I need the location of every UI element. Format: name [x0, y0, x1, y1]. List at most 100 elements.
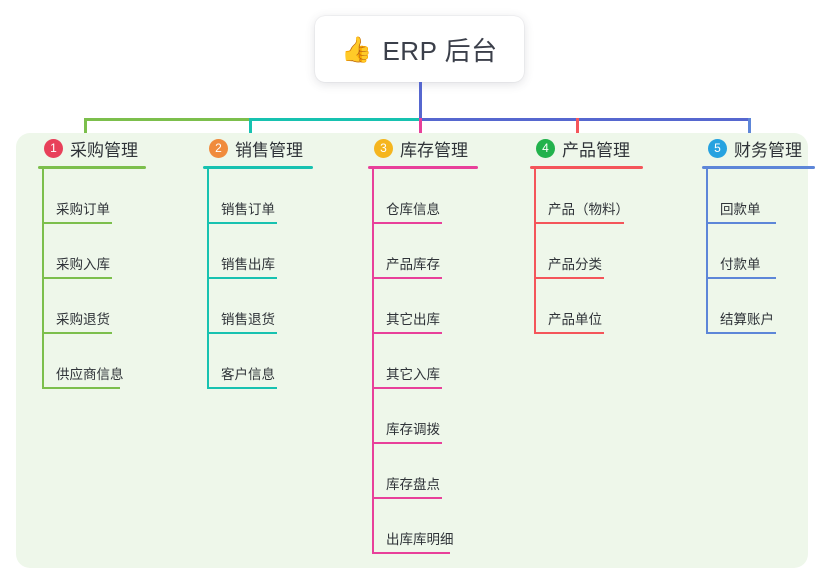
branch-stem [42, 169, 44, 389]
leaf-node[interactable]: 仓库信息 [372, 169, 518, 224]
leaf-node[interactable]: 采购订单 [42, 169, 188, 224]
leaf-rule [42, 277, 112, 279]
leaf-node[interactable]: 采购退货 [42, 279, 188, 334]
root-trunk-connector [419, 82, 422, 121]
leaf-node[interactable]: 回款单 [706, 169, 832, 224]
leaf-label: 付款单 [720, 257, 761, 272]
leaf-node[interactable]: 出库库明细 [372, 499, 518, 554]
branch-stem [207, 169, 209, 389]
leaf-node[interactable]: 产品（物料） [534, 169, 680, 224]
branch-body: 仓库信息产品库存其它出库其它入库库存调拨库存盘点出库库明细 [368, 169, 518, 554]
leaf-rule [534, 332, 604, 334]
branch-number-badge: 3 [374, 138, 393, 158]
leaf-rule [706, 222, 776, 224]
leaf-node[interactable]: 库存调拨 [372, 389, 518, 444]
bus-segment-3 [419, 118, 751, 121]
root-node-card[interactable]: 👍 ERP 后台 [315, 16, 524, 82]
branch-header-rule [38, 166, 146, 169]
branch-header-rule [702, 166, 815, 169]
branch-column-3: 3 库存管理仓库信息产品库存其它出库其它入库库存调拨库存盘点出库库明细 [368, 133, 518, 554]
leaf-rule [534, 222, 624, 224]
leaf-rule [534, 277, 604, 279]
leaf-rule [372, 442, 442, 444]
leaf-node[interactable]: 结算账户 [706, 279, 832, 334]
branch-header-2[interactable]: 2 销售管理 [203, 133, 343, 163]
leaf-label: 客户信息 [221, 367, 275, 382]
leaf-node[interactable]: 其它出库 [372, 279, 518, 334]
leaf-label: 销售退货 [221, 312, 275, 327]
branch-number-badge: 4 [536, 138, 555, 158]
branch-stem [534, 169, 536, 334]
branch-stem [372, 169, 374, 554]
bus-segment-1 [84, 118, 252, 121]
leaf-rule [372, 497, 442, 499]
leaf-label: 出库库明细 [386, 532, 454, 547]
branch-body: 采购订单采购入库采购退货供应商信息 [38, 169, 188, 389]
leaf-label: 回款单 [720, 202, 761, 217]
leaf-label: 产品单位 [548, 312, 602, 327]
leaf-rule [207, 277, 277, 279]
leaf-label: 产品（物料） [548, 202, 629, 217]
leaf-node[interactable]: 付款单 [706, 224, 832, 279]
leaf-node[interactable]: 产品库存 [372, 224, 518, 279]
leaf-rule [42, 387, 120, 389]
leaf-node[interactable]: 库存盘点 [372, 444, 518, 499]
leaf-rule [372, 332, 442, 334]
branch-header-rule [368, 166, 478, 169]
bus-segment-2 [249, 118, 422, 121]
leaf-rule [706, 277, 776, 279]
leaf-node[interactable]: 采购入库 [42, 224, 188, 279]
branch-title: 财务管理 [734, 140, 802, 160]
branch-body: 产品（物料） 产品分类产品单位 [530, 169, 680, 334]
branch-title: 采购管理 [70, 140, 138, 160]
leaf-rule [207, 222, 277, 224]
branch-body: 销售订单销售出库销售退货客户信息 [203, 169, 343, 389]
branch-body: 回款单付款单结算账户 [702, 169, 832, 334]
branch-column-2: 2 销售管理销售订单销售出库销售退货客户信息 [203, 133, 343, 389]
leaf-label: 产品分类 [548, 257, 602, 272]
root-node-title: ERP 后台 [382, 35, 498, 66]
branch-header-rule [203, 166, 313, 169]
leaf-node[interactable]: 产品单位 [534, 279, 680, 334]
thumbs-up-icon: 👍 [341, 34, 373, 64]
leaf-node[interactable]: 销售订单 [207, 169, 343, 224]
leaf-label: 产品库存 [386, 257, 440, 272]
leaf-label: 供应商信息 [56, 367, 124, 382]
branch-header-1[interactable]: 1 采购管理 [38, 133, 188, 163]
leaf-label: 采购退货 [56, 312, 110, 327]
leaf-rule [372, 277, 442, 279]
leaf-node[interactable]: 供应商信息 [42, 334, 188, 389]
leaf-label: 库存盘点 [386, 477, 440, 492]
branch-number-badge: 2 [209, 138, 228, 158]
leaf-node[interactable]: 销售出库 [207, 224, 343, 279]
branch-number-badge: 1 [44, 138, 63, 158]
branch-header-3[interactable]: 3 库存管理 [368, 133, 518, 163]
leaf-rule [42, 222, 112, 224]
branch-column-4: 4 产品管理产品（物料） 产品分类产品单位 [530, 133, 680, 334]
leaf-node[interactable]: 产品分类 [534, 224, 680, 279]
branch-title: 销售管理 [235, 140, 303, 160]
branch-stem [706, 169, 708, 334]
leaf-rule [372, 552, 450, 554]
leaf-rule [42, 332, 112, 334]
branch-header-4[interactable]: 4 产品管理 [530, 133, 680, 163]
branch-title: 库存管理 [400, 140, 468, 160]
leaf-label: 销售出库 [221, 257, 275, 272]
leaf-label: 销售订单 [221, 202, 275, 217]
leaf-node[interactable]: 客户信息 [207, 334, 343, 389]
leaf-label: 采购入库 [56, 257, 110, 272]
branches-panel: 1 采购管理采购订单采购入库采购退货供应商信息 2 销售管理销售订单销售出库销售退货客… [16, 133, 815, 568]
branch-header-rule [530, 166, 643, 169]
leaf-label: 采购订单 [56, 202, 110, 217]
leaf-label: 结算账户 [720, 312, 774, 327]
branch-title: 产品管理 [562, 140, 630, 160]
leaf-node[interactable]: 销售退货 [207, 279, 343, 334]
leaf-rule [372, 387, 442, 389]
leaf-rule [207, 387, 277, 389]
leaf-rule [706, 332, 776, 334]
leaf-label: 其它出库 [386, 312, 440, 327]
leaf-node[interactable]: 其它入库 [372, 334, 518, 389]
